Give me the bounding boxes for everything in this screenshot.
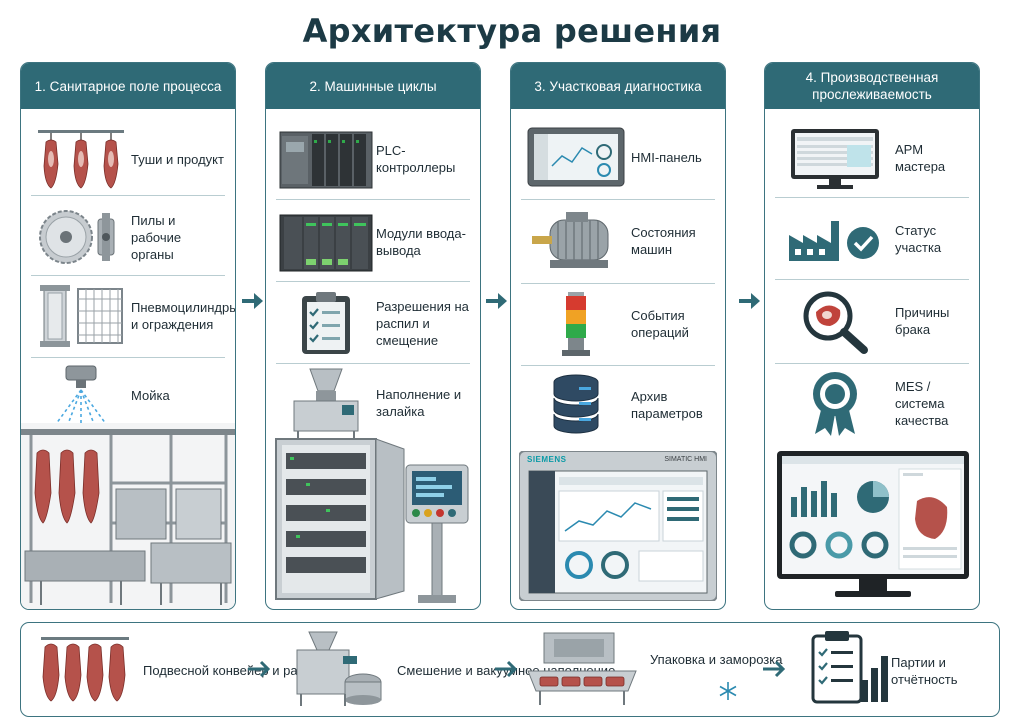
item-permissions: Разрешения на распил и смещение	[276, 285, 470, 361]
flow-arrow-icon	[493, 659, 519, 684]
item-label: Наполнение и залайка	[376, 387, 462, 419]
mes-dashboard-monitor-image	[777, 451, 969, 601]
item-label: PLC-контроллеры	[376, 143, 456, 175]
flow-step-label: Упаковка и заморозка	[650, 651, 783, 667]
column-traceability: 4. Производственная прослеживаемость АРМ…	[764, 62, 980, 610]
column-header: 1. Санитарное поле процесса	[21, 63, 235, 109]
flow-arrow-icon	[240, 291, 264, 316]
divider	[521, 199, 715, 200]
item-label: Состояния машин	[631, 225, 696, 257]
signal-tower-icon	[521, 290, 631, 358]
divider	[31, 357, 225, 358]
plc-controller-icon	[276, 126, 376, 192]
divider	[775, 279, 969, 280]
item-area-status: Статус участка	[775, 203, 969, 275]
divider	[31, 195, 225, 196]
item-label: MES / система качества	[895, 378, 949, 428]
washing-nozzle-icon	[31, 364, 131, 426]
divider	[775, 363, 969, 364]
item-saws: Пилы и рабочие органы	[31, 203, 225, 271]
divider	[31, 275, 225, 276]
flow-arrow-icon	[761, 659, 787, 684]
flow-step-packaging: Упаковка и заморозка	[524, 623, 782, 718]
item-archive: Архив параметров	[521, 367, 715, 443]
divider	[521, 365, 715, 366]
item-defects: Причины брака	[775, 283, 969, 359]
hmi-brand-label: SIEMENS	[527, 455, 567, 464]
column-diagnostics: 3. Участковая диагностика HMI-панель	[510, 62, 726, 610]
quality-badge-icon	[775, 370, 895, 436]
workstation-monitor-icon	[775, 125, 895, 191]
item-workstation: АРМ мастера	[775, 121, 969, 195]
item-label: Статус участка	[895, 223, 942, 255]
pneumatic-cylinder-icon	[31, 283, 131, 349]
factory-check-icon	[775, 213, 895, 265]
flow-step-label: Подвесной конвейер и разделка	[143, 663, 339, 678]
flow-step-conveyor: Подвесной конвейер и разделка	[39, 623, 338, 718]
meat-processing-line-image	[21, 423, 235, 609]
flow-arrow-icon	[246, 659, 272, 684]
saw-blade-icon	[31, 205, 131, 269]
item-label: Туши и продукт	[131, 151, 224, 167]
item-label: АРМ мастера	[895, 142, 946, 174]
divider	[276, 363, 470, 364]
database-icon	[521, 372, 631, 438]
snowflake-icon	[718, 681, 738, 706]
column-sanitary-zone: 1. Санитарное поле процесса Туши и проду…	[20, 62, 236, 610]
item-label: Разрешения на распил и смещение	[376, 298, 469, 348]
control-cabinet-image	[266, 435, 480, 609]
divider	[276, 199, 470, 200]
item-label: Пневмоцилиндры и ограждения	[131, 300, 236, 332]
clipboard-checklist-icon	[276, 290, 376, 356]
report-chart-icon	[807, 628, 891, 713]
item-machine-states: Состояния машин	[521, 203, 715, 279]
divider	[775, 197, 969, 198]
hmi-panel-icon	[521, 126, 631, 188]
simatic-hmi-panel-image: SIEMENS SIMATIC HMI	[518, 450, 718, 602]
filling-machine-icon	[276, 367, 376, 439]
page-title: Архитектура решения	[302, 12, 722, 50]
item-carcasses: Туши и продукт	[31, 123, 225, 195]
item-label: Причины брака	[895, 305, 950, 337]
packaging-freezing-icon	[524, 627, 650, 714]
hanging-conveyor-icon	[39, 631, 143, 710]
flow-step-reporting: Партии и отчётность	[807, 623, 999, 718]
item-washing: Мойка	[31, 363, 225, 427]
item-label: HMI-панель	[631, 149, 702, 165]
item-filling: Наполнение и залайка	[276, 365, 470, 441]
item-label: События операций	[631, 308, 689, 340]
meat-carcass-icon	[31, 124, 131, 194]
item-label: Мойка	[131, 387, 170, 403]
item-label: Пилы и рабочие органы	[131, 212, 182, 262]
item-label: Архив параметров	[631, 389, 703, 421]
item-plc: PLC-контроллеры	[276, 121, 470, 197]
flow-step-label: Партии и отчётность	[891, 654, 958, 687]
item-pneumatics: Пневмоцилиндры и ограждения	[31, 281, 235, 351]
flow-arrow-icon	[484, 291, 508, 316]
production-flow-bar: Подвесной конвейер и разделка Смешение и…	[20, 622, 1000, 717]
electric-motor-icon	[521, 208, 631, 274]
flow-step-mixing: Смешение и вакуумное наполнение	[289, 623, 615, 718]
item-io: Модули ввода-вывода	[276, 205, 470, 279]
flow-arrow-icon	[737, 291, 761, 316]
item-mes: MES / система качества	[775, 367, 969, 439]
divider	[276, 281, 470, 282]
divider	[521, 283, 715, 284]
column-machine-cycles: 2. Машинные циклы PLC-контроллеры Модули…	[265, 62, 481, 610]
item-label: Модули ввода-вывода	[376, 226, 466, 258]
item-events: События операций	[521, 287, 715, 361]
hmi-model-label: SIMATIC HMI	[664, 456, 707, 463]
io-module-icon	[276, 209, 376, 275]
column-header: 4. Производственная прослеживаемость	[765, 63, 979, 109]
column-header: 2. Машинные циклы	[266, 63, 480, 109]
vacuum-mixer-icon	[289, 628, 397, 713]
magnifier-defect-icon	[775, 288, 895, 354]
item-hmi: HMI-панель	[521, 121, 715, 193]
column-header: 3. Участковая диагностика	[511, 63, 725, 109]
